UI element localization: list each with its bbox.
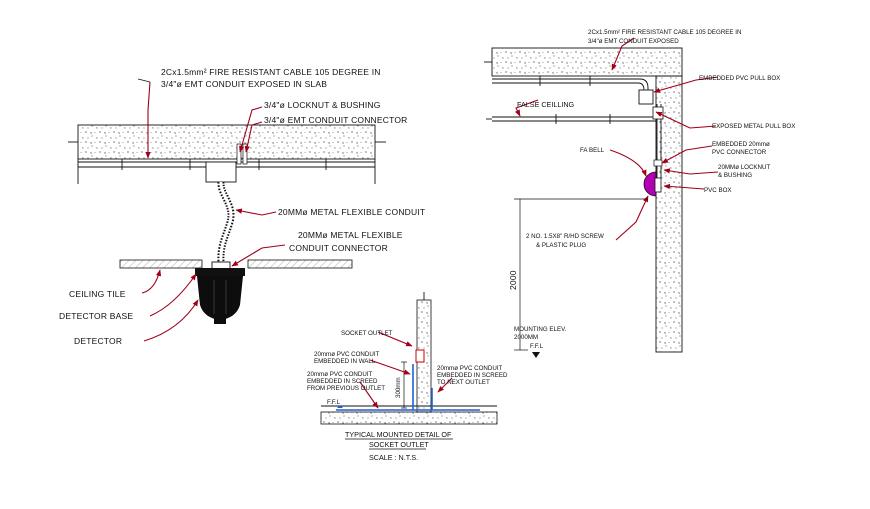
flex-connector-label-line2: CONDUIT CONNECTOR [289,243,388,253]
socket-outlet-detail: 300mm F.F.L SOCKET OUTLET 20mmø PVC COND… [307,292,508,462]
slab [77,124,376,160]
fa-bell-detail: 2000 2Cx1.5mm² FIRE RESISTANT CABLE 105 … [484,29,795,358]
socket-title-line2: SOCKET OUTLET [369,440,429,449]
flex-conduit-label: 20MMø METAL FLEXIBLE CONDUIT [278,207,425,217]
pvc-screed-line2: EMBEDDED IN SCREED [307,378,378,385]
exposed-pull-box-label: EXPOSED METAL PULL BOX [712,123,795,130]
pvc-screed-line1: 20mmø PVC CONDUIT [307,371,373,378]
detector-detail: 2Cx1.5mm² FIRE RESISTANT CABLE 105 DEGRE… [59,67,425,346]
embedded-pull-box [638,89,654,105]
socket-title-line1: TYPICAL MOUNTED DETAIL OF [345,430,452,439]
mounting-line1: MOUNTING ELEV. [514,326,567,333]
detector-base [195,268,245,276]
right-cable-line1: 2Cx1.5mm² FIRE RESISTANT CABLE 105 DEGRE… [588,29,741,36]
pvc-wall-line2: EMBEDDED IN WALL [314,358,376,365]
junction-box [205,161,237,183]
pvc-next-line1: 20mmø PVC CONDUIT [437,365,503,372]
dimension-2000: 2000 [508,270,518,290]
false-ceiling-label: FALSE CEILLING [517,100,575,109]
fa-bell [643,171,657,197]
ceiling-tile-label: CEILING TILE [69,289,126,299]
screw-line2: & PLASTIC PLUG [536,242,586,249]
pvc-box [654,177,662,193]
emt-connector-label: 3/4"ø EMT CONDUIT CONNECTOR [264,115,408,125]
ceiling-tile [119,259,203,269]
fa-bell-label: FA BELL [580,147,605,154]
floor [320,411,498,425]
top-slab [491,47,683,77]
detector-base-label: DETECTOR BASE [59,311,133,321]
locknut-line1: 20MMø LOCKNUT [718,164,770,171]
socket-box [415,349,425,363]
socket-scale: SCALE : N.T.S. [369,453,418,462]
ffl-label: F.F.L [327,399,341,406]
pvc-next-line3: TO NEXT OUTLET [437,379,490,386]
flex-connector-label-line1: 20MMø METAL FLEXIBLE [298,230,403,240]
embedded-pull-box-label: EMBEDDED PVC PULL BOX [699,75,780,82]
cable-label-line1: 2Cx1.5mm² FIRE RESISTANT CABLE 105 DEGRE… [161,67,381,77]
right-cable-line2: 3/4"ø EMT CONDUIT EXPOSED [588,38,679,45]
screw-line1: 2 NO. 1.5X8" R/HD SCREW [526,233,604,240]
mounting-line2: 2000MM [514,334,538,341]
embedded-connector-line2: PVC CONNECTOR [712,149,767,156]
pvc-screed-line3: FROM PREVIOUS OUTLET [307,385,385,392]
cable-label-line2: 3/4"ø EMT CONDUIT EXPOSED IN SLAB [161,79,327,89]
locknut-line2: & BUSHING [718,172,752,179]
detector [197,276,243,320]
pvc-wall-line1: 20mmø PVC CONDUIT [314,351,380,358]
pvc-next-line2: EMBEDDED IN SCREED [437,372,508,379]
right-ffl-label: F.F.L [530,343,544,350]
embedded-connector-line1: EMBEDDED 20mmø [712,141,770,148]
socket-outlet-label: SOCKET OUTLET [341,330,393,337]
pvc-box-label: PVC BOX [704,187,732,194]
height-dimension: 300mm [395,377,402,398]
detector-label: DETECTOR [74,336,122,346]
locknut-label: 3/4"ø LOCKNUT & BUSHING [264,100,381,110]
